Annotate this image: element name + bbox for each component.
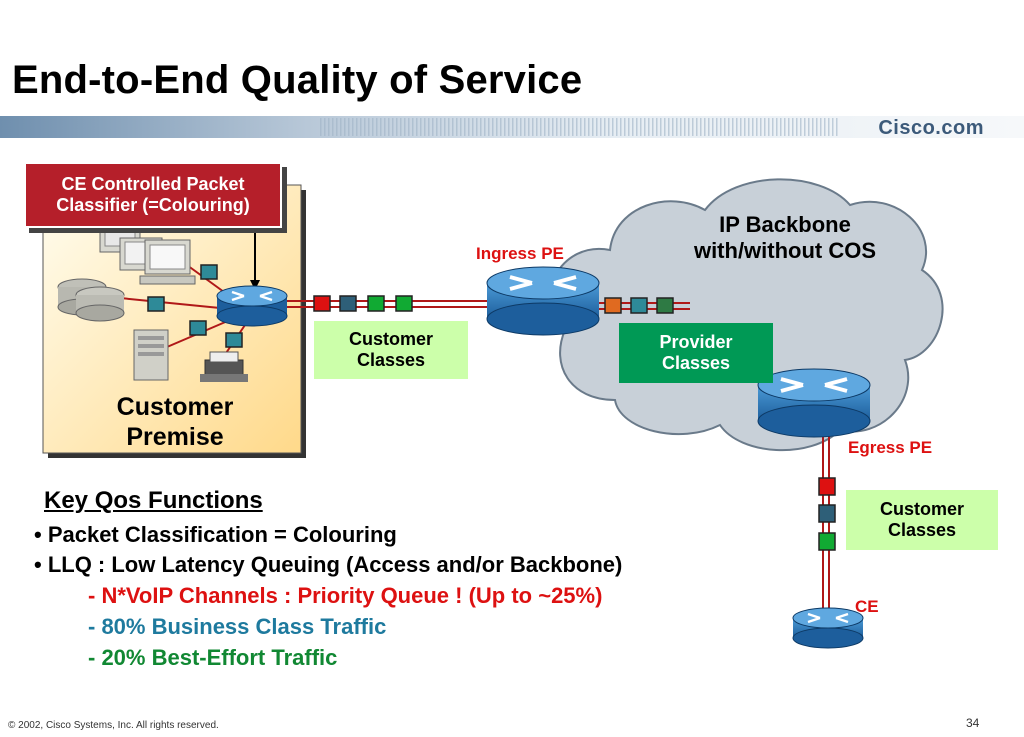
customer-classes-box-left: Customer Classes — [314, 321, 468, 379]
key-function-subitem-business: - 80% Business Class Traffic — [88, 614, 387, 639]
customer-premise-line1: Customer — [116, 393, 234, 421]
egress-pe-router-icon — [757, 368, 871, 438]
customer-premise-line2: Premise — [126, 423, 224, 451]
premise-packets — [147, 264, 243, 348]
key-function-item: • Packet Classification = Colouring — [34, 522, 397, 547]
ce-classifier-box: CE Controlled Packet Classifier (=Colour… — [24, 162, 282, 228]
key-function-subitem-best-effort: - 20% Best-Effort Traffic — [88, 645, 338, 670]
customer-classes-right-line1: Customer — [879, 499, 964, 519]
ingress-pe-router-icon — [486, 266, 600, 336]
server-icon — [133, 329, 169, 381]
key-function-subitem-voip: - N*VoIP Channels : Priority Queue ! (Up… — [88, 583, 603, 608]
customer-premise-label: Customer Premise — [80, 392, 270, 452]
cloud-label-line2: with/without COS — [693, 238, 877, 264]
key-functions-title: Key Qos Functions — [44, 487, 263, 514]
cisco-logo-text: Cisco.com — [878, 117, 984, 139]
page-title: End-to-End Quality of Service — [12, 58, 583, 102]
customer-classes-box-right: Customer Classes — [846, 490, 998, 550]
ce-router-icon — [792, 607, 864, 649]
cloud-label: IP Backbone with/without COS — [660, 212, 910, 265]
provider-classes-line2: Classes — [661, 353, 731, 373]
printer-icon — [200, 351, 248, 382]
cloud-label-line1: IP Backbone — [719, 212, 851, 237]
customer-classes-left-line2: Classes — [356, 350, 426, 370]
provider-classes-box: Provider Classes — [619, 323, 773, 383]
disk-icon — [57, 278, 125, 322]
classifier-arrow — [250, 224, 260, 290]
router-icon — [216, 285, 288, 327]
key-function-item: • LLQ : Low Latency Queuing (Access and/… — [34, 552, 623, 577]
ce-classifier-line1: CE Controlled Packet — [61, 174, 245, 194]
egress-packets — [818, 477, 836, 551]
customer-classes-right-line2: Classes — [887, 520, 957, 540]
packet-icon — [313, 295, 413, 312]
customer-classes-left-line1: Customer — [348, 329, 433, 349]
header-stripe — [0, 116, 1024, 138]
page-number: 34 — [966, 716, 980, 730]
ce-label: CE — [855, 597, 879, 616]
provider-classes-line1: Provider — [659, 332, 733, 352]
copyright-footer: © 2002, Cisco Systems, Inc. All rights r… — [8, 720, 219, 731]
ce-classifier-line2: Classifier (=Colouring) — [56, 195, 250, 215]
ingress-pe-label: Ingress PE — [476, 244, 564, 263]
egress-pe-label: Egress PE — [848, 438, 933, 457]
provider-packets — [604, 297, 674, 314]
